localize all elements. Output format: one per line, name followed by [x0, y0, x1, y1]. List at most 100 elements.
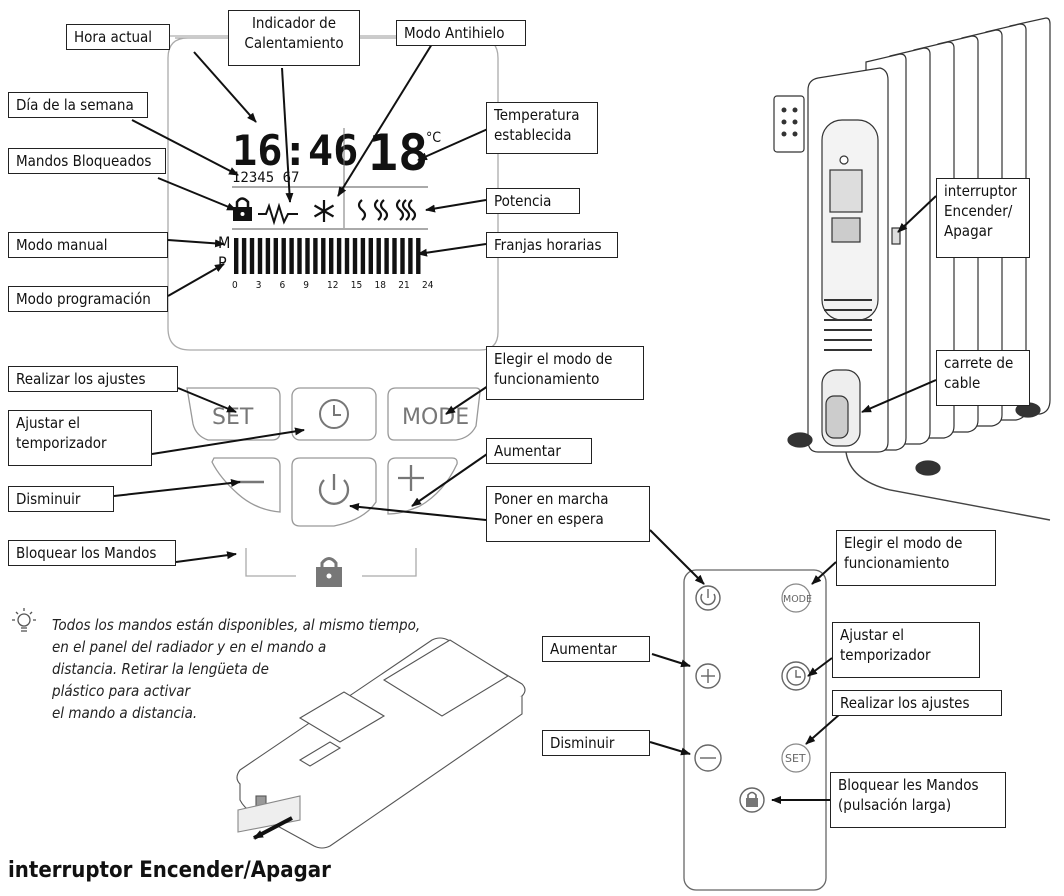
remote-label-bloquear: Bloquear les Mandos(pulsación larga) [830, 772, 1006, 828]
label-modo-programacion: Modo programación [8, 286, 168, 312]
lcd-time: 16:46 [232, 126, 358, 175]
remote-label-realizar-ajustes: Realizar los ajustes [832, 690, 1002, 716]
label-hora-actual: Hora actual [66, 24, 170, 50]
label-disminuir: Disminuir [8, 486, 114, 512]
time-slot-bar [329, 238, 334, 274]
svg-text:MODE: MODE [783, 594, 812, 605]
time-slot-bar [241, 238, 247, 274]
time-slot-bar [400, 238, 405, 274]
lcd-display: 16:46 12345 67 18 °C M P [218, 124, 441, 291]
remote-power-button[interactable] [695, 585, 721, 611]
remote-lock-button[interactable] [739, 787, 765, 813]
label-franjas-horarias: Franjas horarias [486, 232, 618, 258]
footer-title: interruptor Encender/Apagar [8, 858, 331, 883]
time-slot-bar [384, 238, 389, 274]
label-potencia: Potencia [486, 188, 580, 214]
time-slot-bar [360, 238, 366, 274]
hour-label: 18 [375, 280, 387, 291]
label-realizar-ajustes: Realizar los ajustes [8, 366, 178, 392]
time-slot-bar [257, 238, 263, 274]
hour-label: 0 [232, 280, 238, 291]
label-dia-semana: Día de la semana [8, 92, 148, 118]
lcd-temp-unit: °C [426, 130, 441, 146]
hour-label: 3 [256, 280, 262, 291]
time-slot-bar [408, 238, 413, 274]
time-slot-bar [305, 238, 310, 274]
time-slot-bar [273, 238, 278, 274]
svg-text:MODE: MODE [402, 405, 469, 430]
time-slot-bar [336, 238, 342, 274]
label-mandos-bloqueados: Mandos Bloqueados [8, 148, 166, 174]
lcd-mode-m: M [218, 233, 230, 252]
hour-label: 6 [280, 280, 286, 291]
time-slot-bar [249, 238, 255, 274]
remote-set-button[interactable]: SET [781, 743, 811, 773]
heating-indicator-icon [258, 202, 298, 226]
hour-label: 9 [303, 280, 309, 291]
snowflake-icon [313, 200, 335, 222]
time-slot-bar [289, 238, 294, 274]
power-icon [318, 479, 350, 505]
svg-text:SET: SET [212, 405, 254, 430]
remote-timer-button[interactable] [781, 661, 811, 691]
time-slot-bar [297, 238, 302, 274]
power-button[interactable] [291, 457, 377, 527]
time-slot-bar [352, 238, 358, 274]
time-slot-bar [321, 238, 326, 274]
remote-label-aumentar: Aumentar [542, 636, 650, 662]
minus-button[interactable] [211, 457, 281, 513]
clock-icon [319, 399, 349, 429]
plus-button[interactable] [387, 457, 458, 515]
label-aumentar: Aumentar [486, 438, 592, 464]
control-panel [167, 37, 499, 351]
label-modo-antihielo: Modo Antihielo [396, 20, 526, 46]
time-slot-bars [234, 238, 421, 274]
hour-label: 24 [422, 280, 434, 291]
remote-plus-button[interactable] [695, 663, 721, 689]
power-level-icon [357, 199, 417, 221]
time-slot-bar [368, 238, 373, 274]
lock-bracket [245, 548, 417, 587]
remote-mode-button[interactable]: MODE [781, 583, 812, 613]
lightbulb-icon [12, 608, 36, 632]
label-bloquear-mandos: Bloquear los Mandos [8, 540, 176, 566]
hour-label: 21 [398, 280, 409, 291]
time-slot-bar [416, 238, 421, 274]
timer-button[interactable] [291, 387, 377, 441]
time-slot-bar [234, 238, 239, 274]
time-slot-bar [313, 238, 318, 274]
callout-arrows [113, 43, 937, 804]
remote-label-disminuir: Disminuir [542, 730, 650, 756]
svg-text:SET: SET [785, 752, 806, 765]
hour-label: 15 [351, 280, 362, 291]
usage-note: Todos los mandos están disponibles, al m… [52, 616, 421, 722]
label-modo-manual: Modo manual [8, 232, 168, 258]
time-slot-bar [392, 238, 397, 274]
lock-icon [233, 197, 252, 221]
lcd-mode-p: P [218, 253, 227, 272]
pull-tab-arrow [253, 816, 293, 840]
time-slot-bar [265, 238, 271, 274]
lcd-days: 12345 67 [232, 170, 299, 186]
time-slot-bar [281, 238, 286, 274]
remote-control: MODE SET [683, 569, 827, 891]
time-slot-bar [344, 238, 350, 274]
remote-tab-illustration [236, 637, 526, 849]
mini-remote-illustration [773, 95, 805, 153]
radiator-illustration [787, 17, 1051, 521]
set-button[interactable]: SET [186, 387, 281, 441]
remote-minus-button[interactable] [694, 744, 722, 772]
time-slot-bar [376, 238, 381, 274]
mode-button[interactable]: MODE [387, 387, 481, 441]
